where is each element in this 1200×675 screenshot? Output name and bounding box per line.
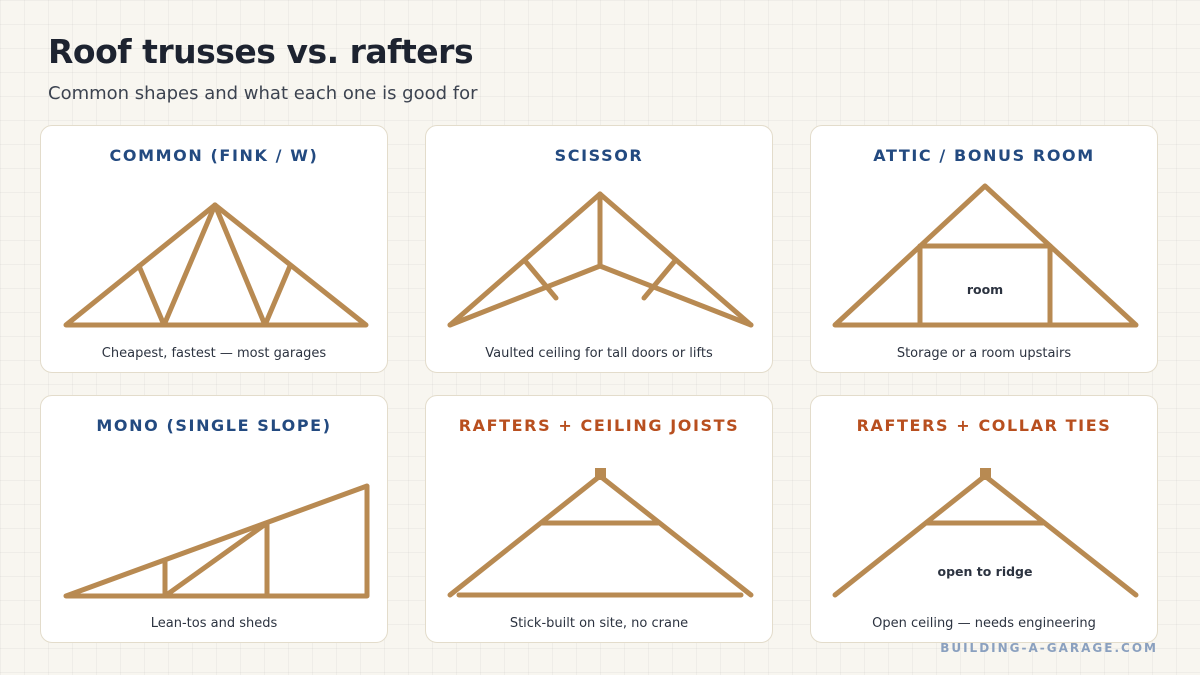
attic-truss-diagram: room bbox=[832, 183, 1139, 328]
card-title: SCISSOR bbox=[554, 146, 644, 165]
fink-outer-chords bbox=[63, 202, 369, 328]
card-caption: Storage or a room upstairs bbox=[896, 346, 1072, 361]
scissor-truss-diagram bbox=[447, 191, 754, 328]
card-scissor: SCISSOR Vaulted ceiling for tall doors o… bbox=[425, 125, 773, 373]
fink-web-left-outer bbox=[136, 263, 167, 328]
mono-diagonal bbox=[162, 520, 270, 599]
rafters bbox=[832, 473, 1139, 598]
fink-web-right-inner bbox=[212, 202, 268, 328]
site-footer[interactable]: BUILDING-A-GARAGE.COM bbox=[940, 641, 1158, 655]
rafters-collar-ties-diagram: open to ridge bbox=[832, 468, 1139, 598]
card-rafters-ceiling-joists: RAFTERS + CEILING JOISTS Stick-built on … bbox=[425, 395, 773, 643]
attic-room-label: room bbox=[967, 282, 1003, 297]
card-attic-bonus-room: room ATTIC / BONUS ROOM Storage or a roo… bbox=[810, 125, 1158, 373]
card-caption: Open ceiling — needs engineering bbox=[872, 616, 1096, 631]
fink-web-right-outer bbox=[262, 263, 293, 328]
card-title: ATTIC / BONUS ROOM bbox=[873, 146, 1095, 165]
scissor-web-right bbox=[641, 259, 677, 301]
card-title: COMMON (FINK / W) bbox=[109, 146, 319, 165]
mono-truss-diagram bbox=[63, 483, 370, 599]
card-caption: Cheapest, fastest — most garages bbox=[101, 346, 327, 361]
card-title: RAFTERS + CEILING JOISTS bbox=[458, 416, 740, 435]
mono-outer-chords bbox=[63, 483, 370, 599]
card-title: RAFTERS + COLLAR TIES bbox=[856, 416, 1112, 435]
card-caption: Stick-built on site, no crane bbox=[509, 616, 689, 631]
scissor-bottom-chords bbox=[447, 263, 754, 328]
card-title: MONO (SINGLE SLOPE) bbox=[96, 416, 332, 435]
scissor-web-left bbox=[523, 259, 559, 301]
card-common-fink: COMMON (FINK / W) Cheapest, fastest — mo… bbox=[40, 125, 388, 373]
page-title: Roof trusses vs. rafters bbox=[48, 32, 474, 71]
card-mono: MONO (SINGLE SLOPE) Lean-tos and sheds bbox=[40, 395, 388, 643]
rafters-ceiling-joists-diagram bbox=[447, 468, 754, 598]
card-rafters-collar-ties: open to ridge RAFTERS + COLLAR TIES Open… bbox=[810, 395, 1158, 643]
fink-web-left-inner bbox=[161, 202, 218, 328]
common-fink-truss-diagram bbox=[63, 202, 369, 328]
open-to-ridge-label: open to ridge bbox=[937, 564, 1032, 579]
card-caption: Vaulted ceiling for tall doors or lifts bbox=[485, 346, 713, 361]
rafters bbox=[447, 473, 754, 598]
card-caption: Lean-tos and sheds bbox=[150, 616, 278, 631]
attic-outer-chords bbox=[832, 183, 1139, 328]
page-subtitle: Common shapes and what each one is good … bbox=[48, 83, 478, 104]
